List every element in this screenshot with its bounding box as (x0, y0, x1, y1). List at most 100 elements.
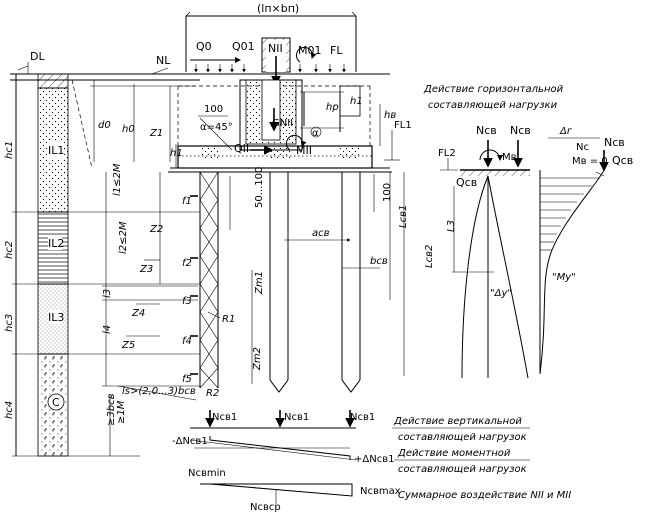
label-Q01: Q01 (232, 40, 255, 53)
soil-layer-2-height: hc2 (4, 241, 15, 259)
label-hb-cap: h1 (170, 148, 183, 159)
label-Mb-zero: Мв = 0 (572, 156, 608, 167)
label-delta-r: Δг (559, 126, 573, 137)
label-Ncb-mid: Ncв (510, 124, 531, 137)
label-zm2: Zm2 (252, 347, 263, 371)
soil-layer-1-index: IL1 (48, 144, 64, 157)
label-My: "Му" (552, 272, 576, 283)
label-f2: f2 (182, 258, 192, 269)
horizontal-title-1: Действие горизонтальной (423, 84, 564, 95)
label-h0: h0 (122, 124, 135, 135)
horizontal-load-diagram: Действие горизонтальной составляющей наг… (423, 84, 633, 379)
vertical-caption-2: составляющей нагрузок (398, 432, 527, 443)
label-dN-left: -ΔNcв1 (172, 436, 208, 447)
label-R1: R1 (222, 314, 235, 325)
label-50-100: 50...100 (254, 167, 265, 208)
soil-layer-1-height: hc1 (4, 141, 15, 159)
label-Ncb-right: Ncв (604, 136, 625, 149)
vertical-caption-3: Действие моментной (397, 448, 511, 459)
label-dN-right: +ΔNcв1 (354, 454, 394, 465)
label-delta-y: "Δу" (490, 288, 512, 299)
label-hp: hр (326, 102, 339, 113)
label-Ncb1-b: Ncв1 (284, 412, 309, 423)
label-R2: R2 (206, 388, 219, 399)
soil-layer-2-index: IL2 (48, 237, 64, 250)
label-lcb1: Lcв1 (398, 205, 409, 228)
pile-middle (269, 172, 289, 393)
label-M01: M01 (298, 44, 322, 57)
label-hB: hв (384, 110, 396, 121)
label-FL2: FL2 (438, 148, 456, 159)
soil-column: IL1 IL2 IL3 C hc1 hc2 hc3 hc4 (4, 73, 200, 457)
pile-dimensions: l1≤2М l2≤2М l3 l4 Z2 Z3 Z4 Z5 f1 f2 f3 f… (102, 163, 435, 456)
vertical-caption-1: Действие вертикальной (393, 416, 522, 427)
label-DL: DL (30, 50, 45, 63)
label-Z1: Z1 (149, 128, 163, 139)
label-FL1: FL1 (394, 120, 412, 131)
label-Nmax: Ncвmax (360, 486, 401, 497)
surcharge-arrows (194, 64, 346, 73)
label-z3: Z3 (139, 264, 153, 275)
label-Qcb-left: Qcв (456, 176, 477, 189)
vertical-caption-4: составляющей нагрузок (398, 464, 527, 475)
soil-layer-3-index: IL3 (48, 311, 64, 324)
plinth: GNII hр h1 hв 100 α=45° QII MII α (177, 79, 396, 157)
soil-layer-4-index: C (52, 396, 60, 409)
label-alpha-45: α=45° (200, 122, 233, 133)
horizontal-title-2: составляющей нагрузки (428, 100, 558, 111)
piles: 50...100 100 (199, 167, 393, 393)
top-loads: Q0 Q01 M01 FL (190, 40, 346, 73)
label-f1: f1 (182, 196, 192, 207)
label-z2: Z2 (149, 224, 163, 235)
label-100-right: 100 (382, 183, 393, 202)
label-FL: FL (330, 44, 343, 57)
label-3bcb: ≥3bcв (106, 393, 117, 426)
label-Ncb1-a: Ncв1 (212, 412, 237, 423)
label-Q-II: QII (234, 142, 249, 155)
label-Mb: Mв (502, 152, 517, 163)
label-d0: d0 (98, 120, 111, 131)
label-ls: ls>(2,0...3)bcв (122, 386, 196, 397)
label-L3: L3 (446, 220, 457, 232)
plinth-dimensions: d0 h0 Z1 (90, 80, 196, 162)
label-M-II: MII (296, 144, 312, 157)
vertical-load-diagrams: Ncв1 Ncв1 Ncв1 Действие вертикальной сос… (172, 410, 571, 513)
column: NII (261, 37, 291, 86)
moment-hatch (540, 177, 600, 251)
label-alpha: α (312, 128, 319, 139)
load-frame: (lп×bп) (185, 2, 357, 72)
pile-cap: h1 FL1 (168, 120, 412, 173)
label-z4: Z4 (131, 308, 145, 319)
label-acb: acв (312, 228, 330, 239)
label-1M: ≥1М (116, 400, 127, 424)
pile-right (341, 172, 361, 393)
label-l3: l3 (102, 289, 113, 298)
label-Nmin: Ncвmin (188, 468, 226, 479)
label-Q0: Q0 (196, 40, 212, 53)
label-Nsr: Ncвср (250, 502, 281, 513)
label-z5: Z5 (121, 340, 135, 351)
label-l2: l2≤2М (118, 221, 129, 254)
label-f5: f5 (182, 374, 192, 385)
label-f3: f3 (182, 296, 192, 307)
label-100-top: 100 (204, 104, 223, 115)
label-N-II: NII (268, 42, 283, 55)
pile-left (199, 171, 219, 389)
label-h1: h1 (350, 96, 363, 107)
label-zm1: Zm1 (254, 271, 265, 295)
vertical-caption-5: Суммарное воздействие NII и MII (398, 490, 571, 501)
soil-layer-4-height: hc4 (4, 401, 15, 419)
label-NL: NL (156, 54, 171, 67)
plinth-size-label: (lп×bп) (257, 2, 299, 15)
label-Ncb-left: Ncв (476, 124, 497, 137)
label-Qcb-right: Qcв (612, 154, 633, 167)
label-l4: l4 (102, 325, 113, 334)
label-bcb: bcв (370, 256, 388, 267)
label-Nc: Nc (576, 142, 589, 153)
label-l1: l1≤2М (112, 163, 123, 196)
soil-layer-3-height: hc3 (4, 314, 15, 332)
label-Ncb1-c: Ncв1 (350, 412, 375, 423)
label-G-NII: GNII (272, 118, 293, 129)
label-f4: f4 (182, 336, 192, 347)
